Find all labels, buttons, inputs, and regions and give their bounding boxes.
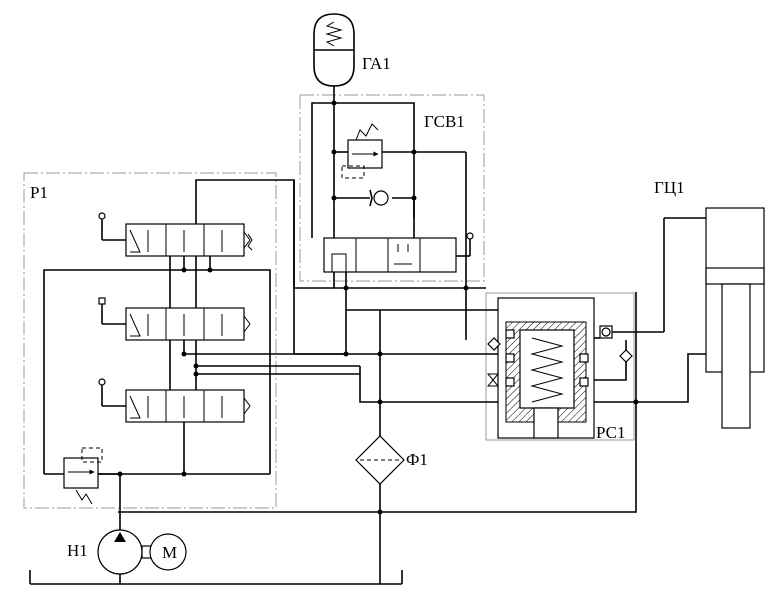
junctions — [117, 100, 639, 515]
pump-label: Н1 — [67, 541, 88, 560]
tank-line — [29, 570, 403, 585]
flow-regulator-frame — [485, 292, 635, 441]
hydro-lock-label: ГСВ1 — [424, 112, 465, 131]
pump-motor: М — [97, 474, 187, 584]
directional-valve-3 — [98, 378, 251, 423]
directional-valve-2 — [98, 297, 251, 341]
distributor-label: Р1 — [30, 183, 48, 202]
filter-label: Ф1 — [406, 450, 428, 469]
cylinder-label: ГЦ1 — [654, 178, 685, 197]
motor-label: М — [162, 543, 177, 562]
accumulator-symbol — [313, 13, 355, 103]
distributor-block-frame — [23, 172, 277, 509]
flow-regulator-label: РС1 — [596, 423, 626, 442]
hydro-lock-valve — [311, 102, 474, 340]
hydraulic-cylinder — [705, 207, 765, 429]
directional-valve-1 — [98, 212, 253, 257]
filter-symbol — [355, 435, 405, 485]
flow-regulator — [486, 297, 633, 439]
main-piping — [118, 180, 706, 584]
hydro-lock-frame — [299, 94, 485, 282]
accumulator-label: ГА1 — [362, 54, 391, 73]
